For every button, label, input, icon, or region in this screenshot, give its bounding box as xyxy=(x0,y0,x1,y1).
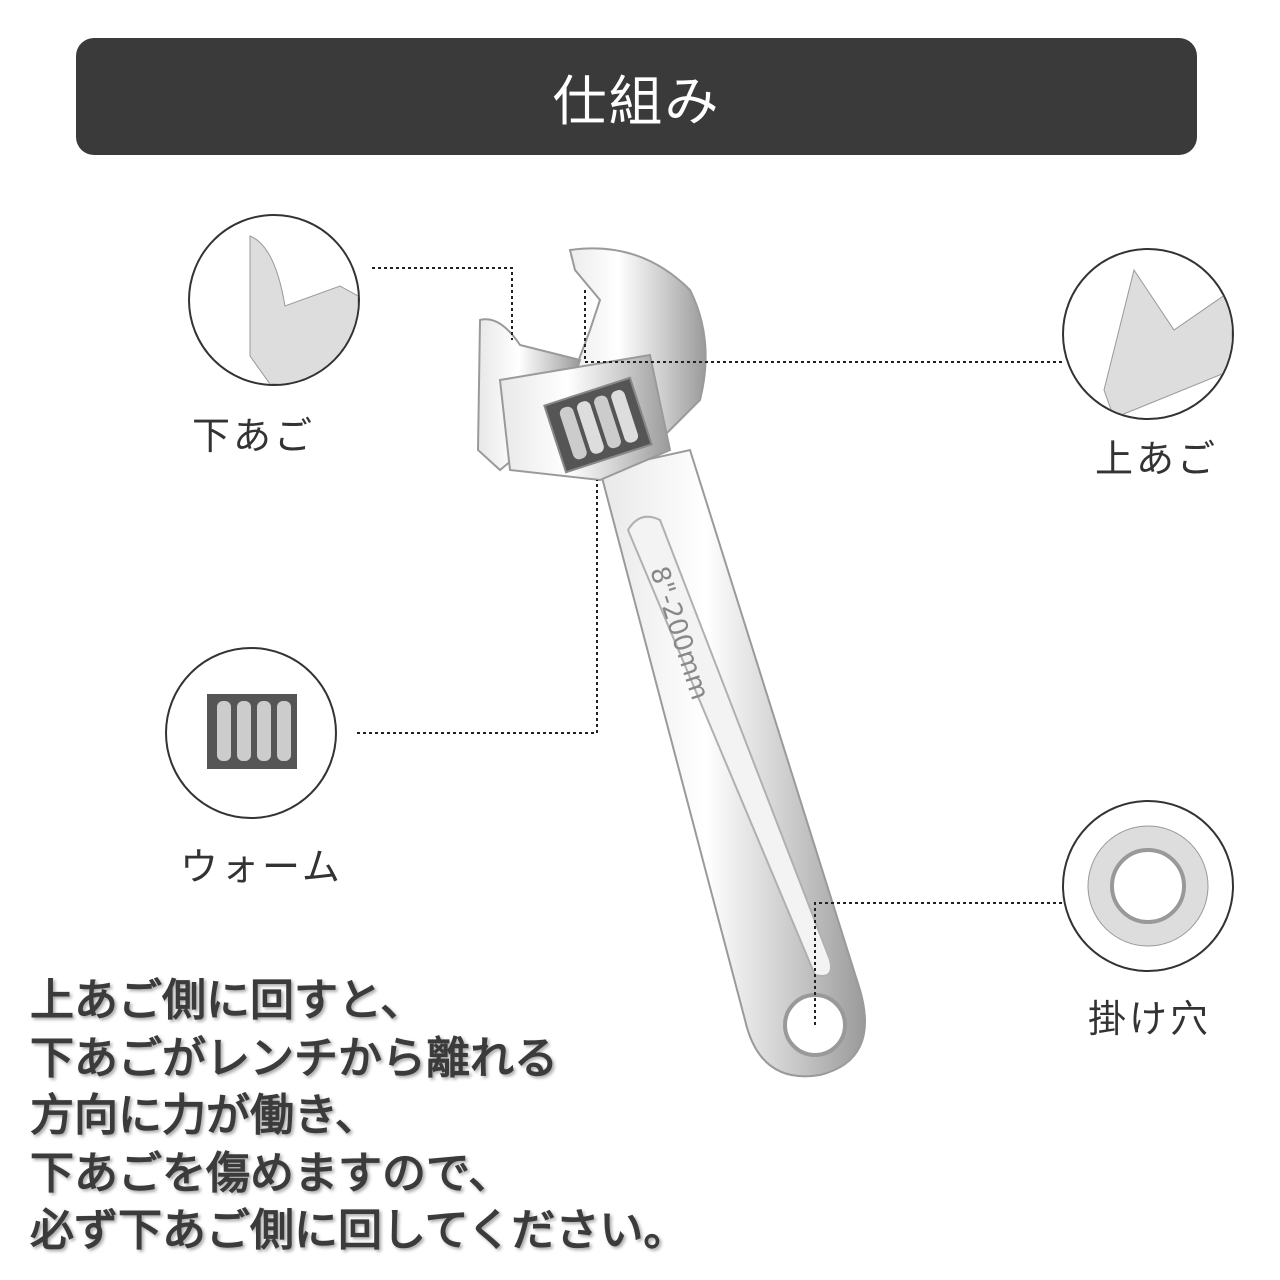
upper-jaw-label: 上あご xyxy=(1095,437,1219,481)
note-line: 上あご側に回すと、 xyxy=(30,975,425,1026)
upper-jaw-detail-circle xyxy=(1062,248,1234,420)
lower-jaw-label: 下あご xyxy=(192,414,316,458)
note-line: 下あごがレンチから離れる xyxy=(30,1032,558,1084)
page-title: 仕組み xyxy=(552,70,721,133)
usage-warning-note: 上あご側に回すと、 下あごがレンチから離れる 方向に力が働き、 下あごを傷めます… xyxy=(30,972,687,1260)
note-line: 下あごを傷めますので、 xyxy=(30,1147,513,1199)
note-line: 方向に力が働き、 xyxy=(30,1090,379,1141)
worm-detail-circle xyxy=(165,647,337,819)
worm-gear xyxy=(559,390,639,460)
handle-groove xyxy=(626,515,832,977)
hanging-hole-label: 掛け穴 xyxy=(1088,997,1212,1041)
title-banner: 仕組み xyxy=(76,38,1197,155)
lower-jaw-detail-circle xyxy=(188,214,360,386)
callout-lines xyxy=(357,267,1065,1025)
worm-label: ウォーム xyxy=(180,845,343,889)
hanging-hole-detail-circle xyxy=(1062,800,1234,972)
note-line: 必ず下あご側に回してください。 xyxy=(30,1205,688,1256)
